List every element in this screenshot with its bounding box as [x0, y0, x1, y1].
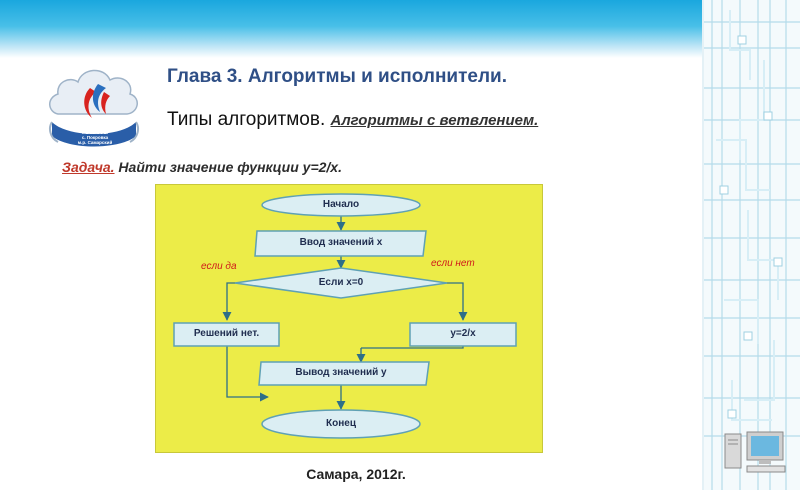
decorative-grid-panel — [702, 0, 800, 490]
node-output-shape — [258, 361, 430, 386]
school-logo: МБОУ ООШ с. Покровка м.р. Самарский — [38, 52, 150, 152]
logo-caption: МБОУ ООШ с. Покровка м.р. Самарский — [66, 130, 124, 145]
slide-subtitle: Типы алгоритмов. Алгоритмы с ветвлением. — [167, 109, 538, 131]
branch-no-label: если нет — [431, 258, 475, 269]
computer-icon — [724, 431, 786, 473]
branch-yes-label: если да — [201, 261, 237, 272]
node-yes-action-shape — [173, 322, 280, 347]
flowchart-background — [155, 184, 543, 453]
logo-line-3: м.р. Самарский — [77, 140, 113, 145]
node-condition-label: Если х=0 — [318, 277, 364, 288]
node-no-action-shape — [409, 322, 517, 347]
edge-yes — [222, 282, 238, 321]
edge-yesaction-end — [226, 346, 269, 402]
flowchart-diagram — [173, 193, 517, 439]
logo-line-2: с. Покровка — [81, 135, 109, 140]
node-no-action-label: y=2/x — [450, 328, 476, 339]
types-main: Типы алгоритмов. — [167, 109, 326, 130]
node-end-label: Конец — [326, 418, 356, 429]
logo-line-1: МБОУ ООШ — [82, 130, 108, 135]
footer-caption: Самара, 2012г. — [306, 466, 406, 482]
edge-no — [445, 282, 468, 321]
node-input-shape — [254, 230, 427, 257]
node-yes-action-label: Решений нет. — [193, 328, 260, 339]
node-start-label: Начало — [322, 199, 360, 210]
task-statement: Задача. Найти значение функции y=2/x. — [62, 159, 342, 175]
node-start-shape — [261, 193, 421, 217]
node-condition-shape — [234, 267, 448, 299]
node-output-label: Вывод значений у — [295, 367, 387, 378]
node-end-shape — [261, 409, 421, 439]
task-text: Найти значение функции y=2/x. — [118, 159, 342, 175]
node-input-label: Ввод значений х — [299, 237, 383, 248]
types-sub: Алгоритмы с ветвлением. — [330, 112, 539, 129]
task-label: Задача. — [62, 159, 115, 175]
chapter-title: Глава 3. Алгоритмы и исполнители. — [167, 66, 508, 87]
header-band — [0, 0, 800, 58]
